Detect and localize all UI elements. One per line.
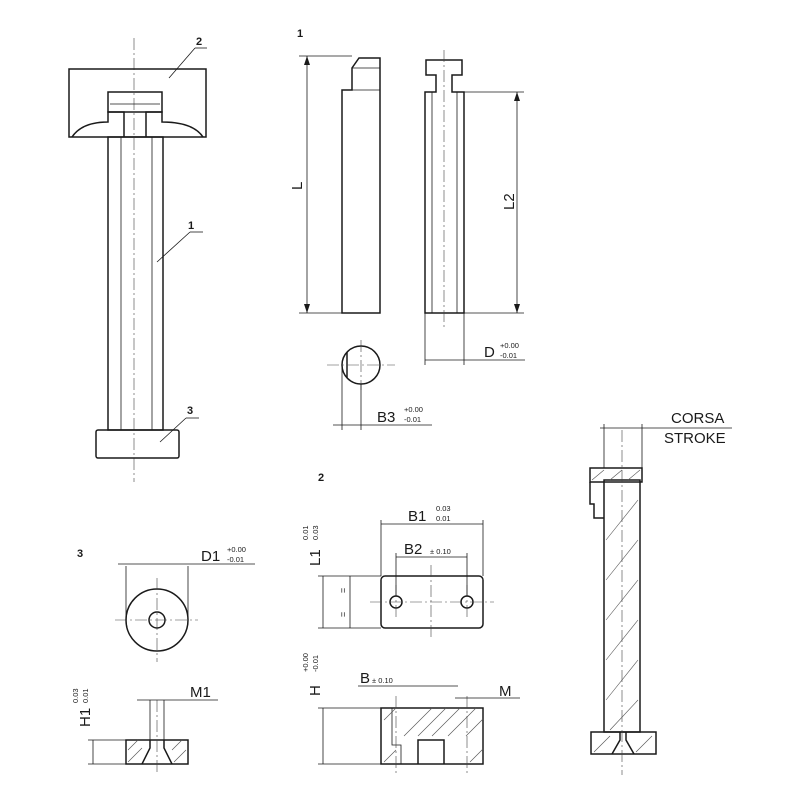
dim-D: D: [484, 344, 495, 361]
stroke-section: CORSA STROKE: [589, 410, 732, 775]
callout-3: 3: [187, 405, 193, 417]
dim-B2: B2: [404, 541, 422, 558]
dim-M: M: [499, 683, 512, 700]
dim-L1-tol-upper: 0.01: [301, 525, 310, 540]
dim-D-tol-upper: +0.00: [500, 341, 519, 350]
dim-D1-tol-upper: +0.00: [227, 545, 246, 554]
dim-B: B: [360, 670, 370, 687]
dim-B3-tol-lower: -0.01: [404, 415, 421, 424]
section-label-2: 2: [318, 472, 324, 484]
stroke-label-en: STROKE: [664, 430, 726, 447]
dim-H1: H1: [77, 708, 94, 727]
section-label-1: 1: [297, 28, 303, 40]
equal-lower: =: [338, 612, 348, 617]
dim-H1-tol-upper: 0.03: [71, 688, 80, 703]
dim-L2: L2: [501, 193, 518, 210]
dim-H: H: [307, 685, 324, 696]
callout-1: 1: [188, 220, 194, 232]
stroke-label-it: CORSA: [671, 410, 724, 427]
dim-L: L: [289, 182, 306, 190]
retainer-views: 2 B1 0.03 0.01 B2 ± 0.10 L1 0.01 0.03 = …: [301, 472, 520, 775]
dim-D-tol-lower: -0.01: [500, 351, 517, 360]
pin-views: 1 L L2 D +0.00 -0.01: [289, 28, 525, 430]
dim-B1-tol-lower: 0.01: [436, 514, 451, 523]
dim-B2-tol: ± 0.10: [430, 547, 451, 556]
dim-B1-tol-upper: 0.03: [436, 504, 451, 513]
assembly-view: 2 1 3: [68, 36, 207, 482]
dim-H-tol-upper: +0.00: [301, 653, 310, 672]
base-views: 3 D1 +0.00 -0.01 M1 H1 0.03 0.01: [71, 545, 255, 775]
dim-B3: B3: [377, 409, 395, 426]
dim-H1-tol-lower: 0.01: [81, 688, 90, 703]
dim-M1: M1: [190, 684, 211, 701]
dim-B3-tol-upper: +0.00: [404, 405, 423, 414]
dim-L1-tol-lower: 0.03: [311, 525, 320, 540]
callout-2: 2: [196, 36, 202, 48]
dim-D1: D1: [201, 548, 220, 565]
dim-L1: L1: [307, 549, 324, 566]
section-label-3: 3: [77, 548, 83, 560]
dim-B-tol: ± 0.10: [372, 676, 393, 685]
equal-upper: =: [338, 588, 348, 593]
dim-D1-tol-lower: -0.01: [227, 555, 244, 564]
dim-B1: B1: [408, 508, 426, 525]
dim-H-tol-lower: -0.01: [311, 655, 320, 672]
